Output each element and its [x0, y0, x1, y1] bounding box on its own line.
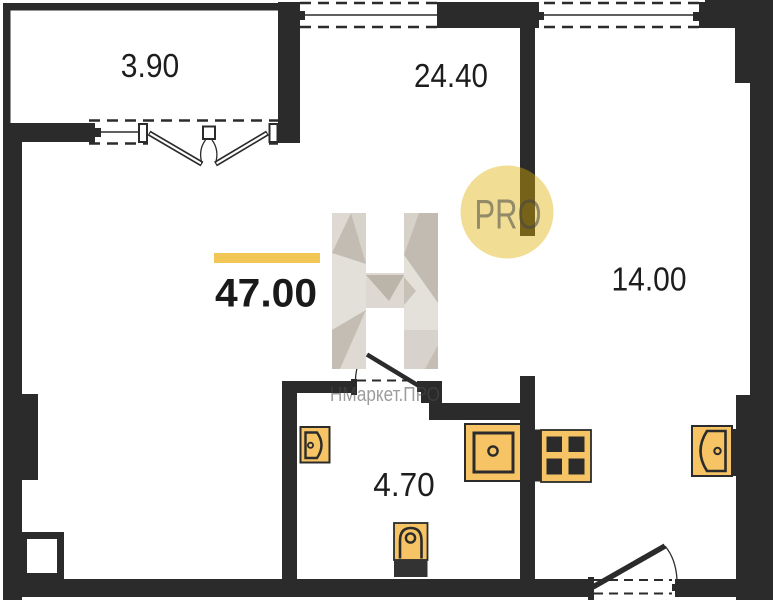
- svg-text:47.00: 47.00: [215, 272, 317, 316]
- svg-text:НМаркет.ПРО: НМаркет.ПРО: [330, 384, 440, 406]
- svg-text:PRO: PRO: [475, 191, 542, 238]
- svg-text:24.40: 24.40: [414, 57, 488, 94]
- svg-text:3.90: 3.90: [121, 47, 180, 84]
- svg-text:14.00: 14.00: [612, 261, 687, 298]
- svg-text:4.70: 4.70: [373, 466, 435, 503]
